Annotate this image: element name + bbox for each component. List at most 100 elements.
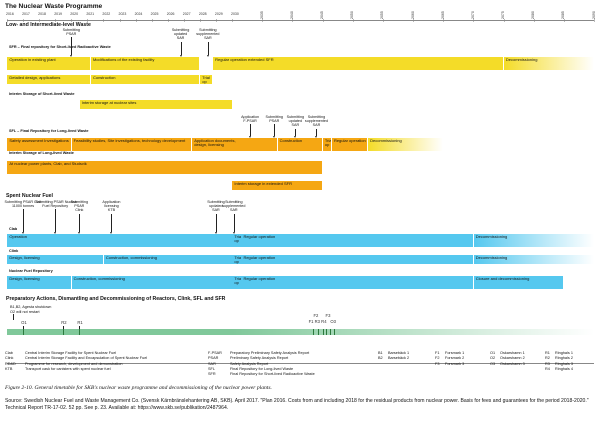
year-label: 2065 bbox=[440, 11, 445, 19]
year-gridline bbox=[382, 19, 384, 22]
legend-abbr: Clink bbox=[5, 356, 14, 361]
timeline-bar: Decommissioning bbox=[503, 57, 594, 70]
legend-abbr: O3 bbox=[490, 361, 496, 366]
legend-abbr: F-PSAR bbox=[208, 351, 222, 355]
legend-desc: Forsmark 3 bbox=[445, 361, 465, 366]
axis-line bbox=[7, 19, 594, 21]
year-label: 2045 bbox=[320, 11, 324, 19]
group-title: Interim Storage of Short-lived Waste bbox=[9, 92, 75, 96]
timeline-bar: Construction, commissioning bbox=[103, 255, 232, 264]
figure-caption: Figure 2-10. General timetable for SKB's… bbox=[5, 385, 272, 391]
legend-desc: Ringhals 1 bbox=[555, 351, 573, 355]
year-gridline bbox=[594, 19, 595, 22]
timeline-bar: Operation in existing plant bbox=[7, 57, 91, 70]
legend-abbr: PSAR bbox=[208, 356, 219, 361]
milestone-arrow bbox=[54, 209, 57, 234]
axis-line bbox=[7, 363, 594, 364]
reactor-tick bbox=[23, 326, 25, 329]
year-label: 2070 bbox=[470, 11, 475, 19]
milestone-label: Submitting supplemented SAR bbox=[222, 200, 246, 212]
year-label: 2026 bbox=[166, 12, 175, 16]
year-label: 2090 bbox=[591, 11, 596, 19]
year-gridline bbox=[135, 19, 137, 22]
timeline-bar: Regular operation bbox=[241, 255, 473, 264]
year-gridline bbox=[183, 19, 185, 22]
timeline-bar: Trial op bbox=[232, 276, 241, 289]
timeline-bar: Regular operation bbox=[241, 234, 473, 247]
year-label: 2030 bbox=[231, 12, 239, 16]
reactor-tick bbox=[63, 326, 65, 329]
group-title: SFL – Final Repository for Long-lived Wa… bbox=[9, 129, 89, 133]
legend-abbr: B2 bbox=[378, 356, 383, 361]
legend-desc: Safety Analysis Report bbox=[230, 361, 269, 366]
milestone-label: Submitting PSAR Nuclear Fuel Repository bbox=[35, 200, 78, 208]
year-gridline bbox=[503, 19, 505, 22]
timeline-bar: Trial op bbox=[200, 75, 213, 84]
milestone-arrow bbox=[22, 209, 25, 234]
year-label: 2050 bbox=[350, 11, 355, 19]
reactor-code: F3 bbox=[325, 313, 331, 318]
legend-abbr: F3 bbox=[435, 361, 440, 366]
legend-desc: Final Repository for Long-lived Waste bbox=[230, 366, 294, 371]
reactor-code: R1 bbox=[77, 320, 83, 325]
year-label: 2022 bbox=[102, 12, 111, 16]
milestone-arrow bbox=[214, 213, 217, 235]
milestone-label: Submitting updated SAR bbox=[286, 115, 305, 127]
legend-desc: Oskarshamn 1 bbox=[500, 351, 525, 355]
group-title: Clink bbox=[9, 249, 19, 253]
milestone-arrow bbox=[232, 213, 235, 235]
legend-abbr: R1 bbox=[545, 351, 550, 355]
timeline-bar: Application documents, design, licensing bbox=[192, 138, 277, 151]
timeline-bar: Interim storage in extended SFR bbox=[232, 181, 323, 190]
year-label: 2023 bbox=[118, 12, 127, 16]
legend-abbr: SFR bbox=[208, 372, 216, 377]
timeline-bar bbox=[7, 329, 232, 335]
reactor-code: R2 bbox=[61, 320, 67, 325]
year-gridline bbox=[167, 19, 169, 22]
reactor-tick bbox=[13, 314, 14, 320]
legend-desc: Programme for research, development and … bbox=[25, 361, 123, 366]
legend-abbr: R4 bbox=[545, 366, 550, 371]
legend-desc: Barsebäck 2 bbox=[388, 356, 410, 361]
milestone-label: Submitting updated SAR bbox=[207, 200, 225, 212]
timeline-bar: Construction bbox=[277, 138, 323, 151]
year-label: 2085 bbox=[561, 11, 566, 19]
timeline-bar: Regular operation bbox=[331, 138, 368, 151]
reactor-marker bbox=[23, 329, 25, 335]
milestone-label: Submitting PSAR bbox=[265, 115, 283, 123]
reactor-marker bbox=[63, 329, 65, 335]
legend-desc: Oskarshamn 3 bbox=[500, 361, 525, 366]
milestone-label: Submitting PSAR bbox=[62, 28, 80, 36]
reactor-note: B1,B2, Agesta shutdown bbox=[10, 305, 52, 309]
timeline-bar: Construction, commissioning bbox=[71, 276, 232, 289]
timeline-bar: Interim storage at nuclear sites bbox=[79, 100, 232, 109]
year-label: 2016 bbox=[6, 12, 14, 16]
timeline-bar: Design, licensing bbox=[7, 276, 71, 289]
year-gridline bbox=[199, 19, 201, 22]
timeline-bar: Decommissioning bbox=[473, 234, 594, 247]
timeline-bar: Trial op bbox=[232, 234, 241, 247]
timeline-bar: Detailed design, applications bbox=[7, 75, 91, 84]
milestone-arrow bbox=[179, 41, 182, 58]
group-title: Clab bbox=[9, 227, 18, 231]
legend-desc: Preparatory Preliminary Safety Analysis … bbox=[230, 351, 310, 355]
milestone-arrow bbox=[294, 128, 297, 139]
milestone-arrow bbox=[70, 37, 73, 57]
year-label: 2024 bbox=[134, 12, 143, 16]
timeline-bar: At nuclear power plants, Clab, and Studs… bbox=[7, 161, 323, 174]
section-title: Preparatory Actions, Dismantling and Dec… bbox=[6, 296, 226, 302]
page-title: The Nuclear Waste Programme bbox=[5, 3, 103, 10]
reactor-tick bbox=[79, 326, 81, 329]
legend-abbr: F1 bbox=[435, 351, 440, 355]
reactor-marker bbox=[322, 329, 324, 335]
year-label: 2029 bbox=[214, 12, 223, 16]
year-label: 2055 bbox=[380, 11, 385, 19]
reactor-marker bbox=[326, 329, 328, 335]
milestone-label: Submitting updated SAR bbox=[171, 28, 190, 40]
legend-abbr: KTB bbox=[5, 366, 13, 371]
legend-abbr: B1 bbox=[378, 351, 383, 355]
milestone-arrow bbox=[273, 124, 276, 138]
legend-desc: Preliminary Safety Analysis Report bbox=[230, 356, 289, 361]
reactor-marker bbox=[330, 329, 332, 335]
legend-abbr: Clab bbox=[5, 351, 13, 355]
